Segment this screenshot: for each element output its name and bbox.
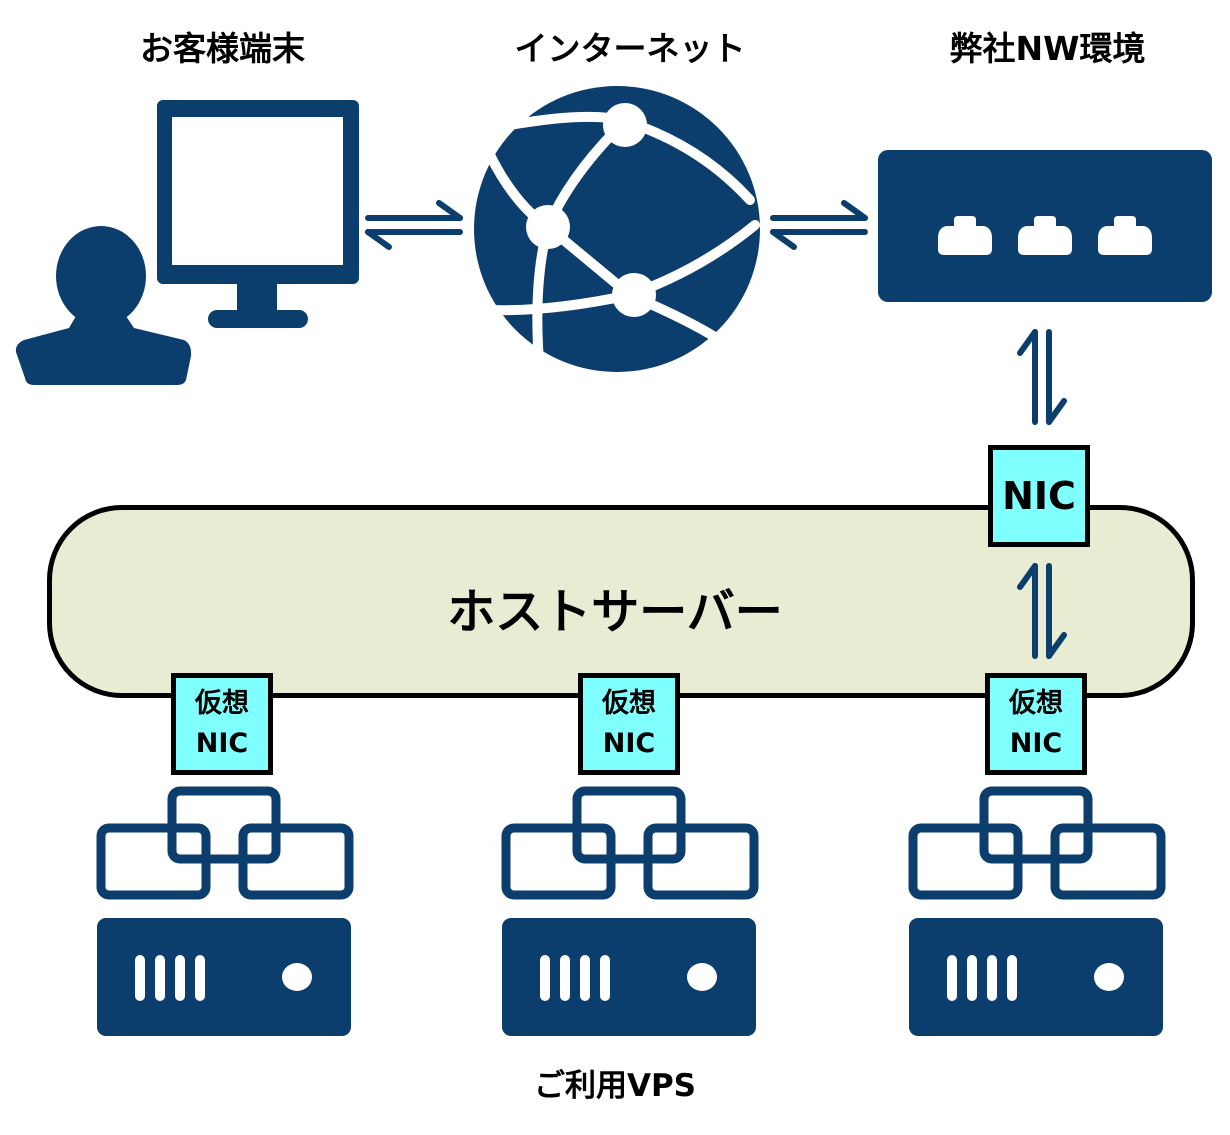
virtual-nic-label-line1: 仮想 — [602, 688, 656, 719]
virtual-windows-icon — [501, 786, 759, 900]
internet-label: インターネット — [514, 29, 746, 68]
physical-nic: NIC — [988, 445, 1090, 547]
host-server-label: ホストサーバー — [447, 584, 783, 640]
server-icon — [909, 918, 1163, 1036]
monitor-icon — [157, 100, 359, 328]
virtual-windows-icon — [908, 786, 1166, 900]
person-icon — [15, 226, 192, 385]
virtual-nic-label-line1: 仮想 — [195, 688, 249, 719]
virtual-windows-icon — [96, 786, 354, 900]
company-network-label: 弊社NW環境 — [949, 29, 1146, 68]
virtual-nic-label-line2: NIC — [195, 728, 249, 759]
virtual-nic-label-line2: NIC — [602, 728, 656, 759]
bidirectional-arrow-icon — [770, 200, 868, 250]
virtual-nic-label-line2: NIC — [1009, 728, 1063, 759]
vps-icon — [96, 786, 354, 1036]
bidirectional-arrow-icon — [365, 200, 463, 250]
vertical-bidirectional-arrow-icon — [1017, 563, 1067, 659]
virtual-nic-3: 仮想 NIC — [985, 673, 1087, 775]
server-icon — [97, 918, 351, 1036]
vps-icon — [501, 786, 759, 1036]
customer-terminal-label: お客様端末 — [140, 29, 305, 68]
vps-icon — [908, 786, 1166, 1036]
server-icon — [502, 918, 756, 1036]
network-switch-icon — [878, 150, 1212, 302]
virtual-nic-1: 仮想 NIC — [171, 673, 273, 775]
nic-label: NIC — [1002, 474, 1076, 518]
vertical-bidirectional-arrow-icon — [1017, 329, 1067, 425]
globe-network-icon — [474, 86, 760, 380]
virtual-nic-label-line1: 仮想 — [1009, 688, 1063, 719]
vps-group-label: ご利用VPS — [533, 1068, 697, 1104]
virtual-nic-2: 仮想 NIC — [578, 673, 680, 775]
